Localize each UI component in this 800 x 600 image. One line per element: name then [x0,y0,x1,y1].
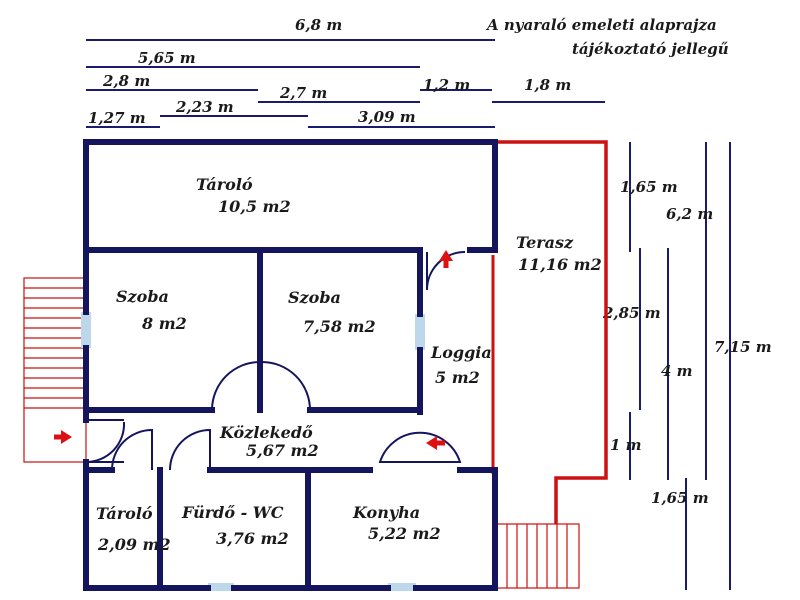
walls [83,139,498,591]
window-szoba-2 [415,314,425,350]
top-dimension-labels: 6,8 m 5,65 m 2,8 m 2,7 m 1,2 m 1,8 m 1,2… [88,16,571,127]
arrow-right-icon [54,430,72,444]
door-entry [85,421,126,464]
dim-1: 1 m [610,436,642,454]
dim-2-85: 2,85 m [602,304,661,322]
room-labels: Tároló 10,5 m2 Szoba 8 m2 Szoba 7,58 m2 … [96,175,602,554]
dim-6-2: 6,2 m [666,205,713,223]
room-area-tarolo-top: 10,5 m2 [218,197,291,216]
dim-6-8: 6,8 m [295,16,342,34]
room-area-furdo: 3,76 m2 [216,529,289,548]
room-area-szoba-1: 8 m2 [141,314,187,333]
room-name-konyha: Konyha [352,503,420,522]
door-szoba-1 [211,360,261,411]
window-szoba-1 [81,312,91,348]
room-area-tarolo-small: 2,09 m2 [97,535,171,554]
door-furdo [169,428,211,471]
arrows [54,250,453,450]
dim-1-27: 1,27 m [88,109,146,127]
windows [81,312,425,591]
dim-1-65-top: 1,65 m [620,178,678,196]
room-area-kozlekedo: 5,67 m2 [246,441,319,460]
right-dimension-labels: 1,65 m 6,2 m 2,85 m 4 m 7,15 m 1 m 1,65 … [602,178,772,507]
room-name-loggia: Loggia [430,343,492,362]
room-area-terasz: 11,16 m2 [518,255,602,274]
dim-2-23: 2,23 m [175,98,234,116]
right-dimension-lines [629,142,731,590]
room-name-furdo: Fürdő - WC [181,503,284,522]
room-name-tarolo-top: Tároló [196,175,253,194]
dim-3-09: 3,09 m [358,108,416,126]
dim-7-15: 7,15 m [714,338,772,356]
room-name-szoba-2: Szoba [288,288,341,307]
room-name-tarolo-small: Tároló [96,504,153,523]
arrow-up-icon [439,250,453,268]
plan-subtitle: tájékoztató jellegű [572,40,729,58]
dim-1-8: 1,8 m [524,76,571,94]
dim-1-65-bottom: 1,65 m [651,489,709,507]
room-area-konyha: 5,22 m2 [368,524,441,543]
dim-5-65: 5,65 m [138,49,196,67]
plan-title: A nyaraló emeleti alaprajza [485,16,717,34]
dim-4: 4 m [661,362,693,380]
doors [85,251,466,471]
room-name-terasz: Terasz [516,233,574,252]
door-szoba-2 [261,360,311,411]
window-konyha [388,583,416,591]
room-name-kozlekedo: Közlekedő [219,423,313,442]
bottom-stairs [496,523,580,589]
room-area-szoba-2: 7,58 m2 [303,317,376,336]
top-dimension-lines [86,39,605,128]
room-area-loggia: 5 m2 [435,368,480,387]
door-loggia [378,431,462,463]
dim-1-2: 1,2 m [423,76,470,94]
door-tarolo-top [426,251,466,291]
left-stairs [23,277,87,463]
dim-2-8: 2,8 m [102,72,150,90]
window-furdo [208,583,234,591]
arrow-left-icon [426,436,445,450]
dim-2-7: 2,7 m [279,84,327,102]
terrace-outline [497,140,608,524]
door-tarolo-small [111,428,153,471]
room-name-szoba-1: Szoba [116,287,169,306]
